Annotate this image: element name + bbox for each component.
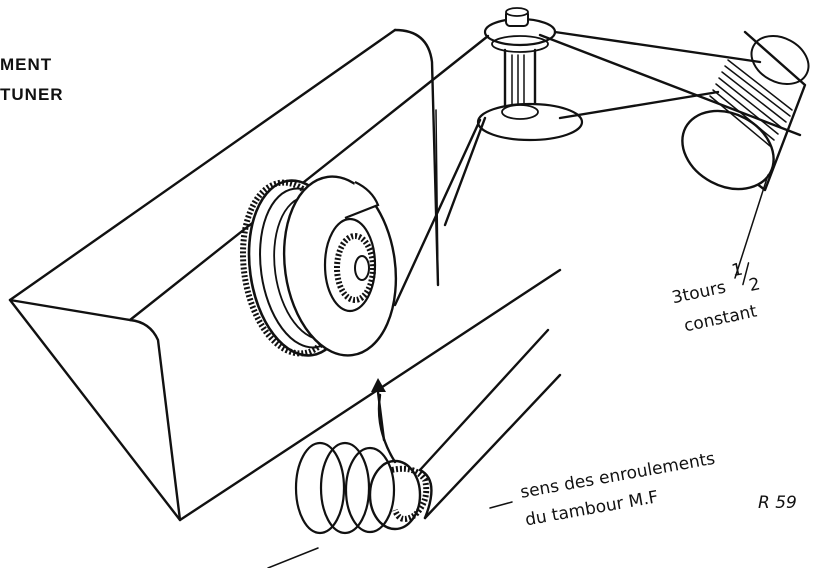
- heading-line-2: TUNER: [0, 85, 64, 104]
- turns-constant-text: constant: [682, 301, 759, 336]
- idler-spool: [476, 7, 584, 142]
- heading-line-1: MENT: [0, 55, 52, 74]
- turns-label: 3tours 1 2 constant: [670, 260, 762, 337]
- drive-cord: [393, 30, 802, 307]
- winding-label: sens des enroulements du tambour M.F: [519, 449, 717, 531]
- winding-detail: [294, 328, 562, 535]
- leader-lines: [267, 174, 769, 568]
- turns-text: 3tours: [670, 277, 728, 308]
- turns-fraction-numerator: 1: [730, 260, 745, 282]
- main-pulley: [239, 175, 398, 357]
- drum-cylinder: [681, 30, 810, 192]
- tuner-box: [8, 28, 562, 522]
- reference-code: R 59: [758, 493, 797, 513]
- turns-fraction-denominator: 2: [747, 274, 762, 296]
